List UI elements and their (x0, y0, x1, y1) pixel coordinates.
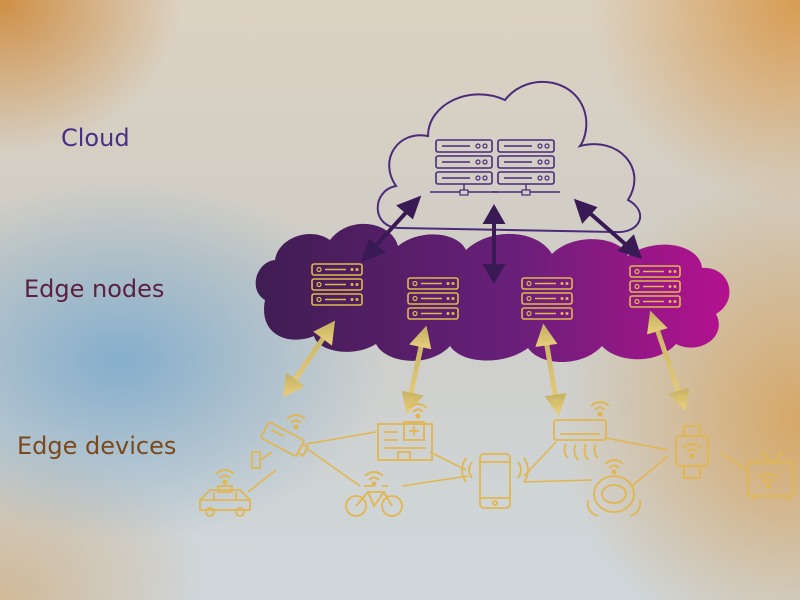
air-conditioner-icon (553, 401, 610, 461)
hospital-building-icon (377, 403, 433, 461)
edge-devices-layer-label: Edge devices (17, 432, 177, 460)
cloud-server-rack-icon (491, 139, 561, 196)
device-connection-lines (247, 431, 747, 493)
cloud-shape (376, 80, 641, 234)
smartwatch-icon (675, 425, 709, 479)
smartphone-icon (461, 453, 529, 509)
cloud-edge-arrows (360, 195, 643, 285)
taxi-car-icon (199, 469, 251, 517)
security-camera-icon (251, 414, 309, 469)
smart-tv-icon (747, 451, 795, 500)
edge-device-arrows (282, 310, 689, 417)
cloud-server-rack-icon (429, 139, 499, 196)
robot-vacuum-icon (586, 459, 642, 517)
edge-nodes-cloud-shape (255, 223, 730, 362)
bicycle-icon (345, 471, 403, 517)
edge-nodes-layer-label: Edge nodes (24, 275, 165, 303)
cloud-layer-label: Cloud (61, 124, 130, 152)
